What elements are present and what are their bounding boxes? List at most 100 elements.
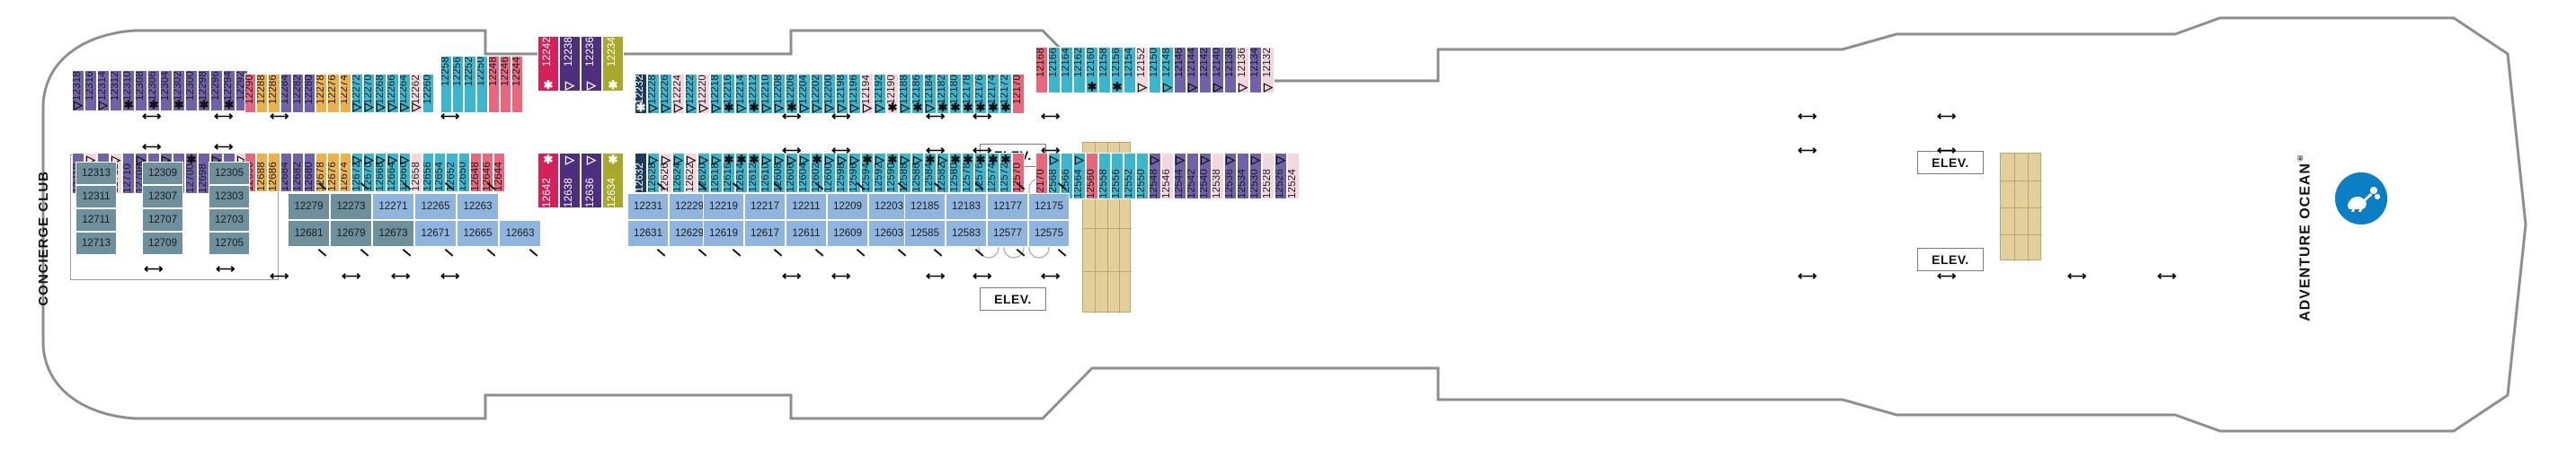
cabin-12660[interactable]: 12660▷ <box>398 153 411 192</box>
cabin-12142[interactable]: 12142 <box>1199 47 1212 93</box>
cabin-12572[interactable]: 12572✱ <box>999 153 1012 193</box>
cabin-12582[interactable]: 12582▷ <box>937 153 949 193</box>
cabin-12186[interactable]: 12186✱ <box>911 74 924 114</box>
cabin-12705[interactable]: 12705 <box>209 232 250 255</box>
cabin-12246[interactable]: 12246 <box>500 56 512 113</box>
cabin-12307[interactable]: 12307 <box>142 185 183 208</box>
cabin-12192[interactable]: 12192▷ <box>874 74 886 114</box>
cabin-12198[interactable]: 12198▷ <box>836 74 848 114</box>
cabin-12194[interactable]: 12194▷ <box>861 74 874 114</box>
cabin-12617[interactable]: 12617 <box>744 220 786 247</box>
cabin-12263[interactable]: 12263 <box>457 193 499 220</box>
cabin-12136[interactable]: 12136▷ <box>1237 47 1249 93</box>
cabin-12673[interactable]: 12673 <box>372 220 414 247</box>
cabin-12264[interactable]: 12264▷ <box>398 74 411 113</box>
cabin-12222[interactable]: 12222▷ <box>685 74 697 114</box>
cabin-12158[interactable]: 12158 <box>1098 47 1111 93</box>
cabin-12178[interactable]: 12178✱ <box>962 74 974 114</box>
cabin-12548[interactable]: 12548▷ <box>1149 153 1161 199</box>
cabin-12314[interactable]: 12314▷ <box>97 70 110 111</box>
cabin-12180[interactable]: 12180✱ <box>949 74 962 114</box>
cabin-12214[interactable]: 12214▷ <box>735 74 748 114</box>
cabin-12602[interactable]: 12602✱ <box>811 153 823 193</box>
cabin-12524[interactable]: 12524 <box>1287 153 1300 199</box>
cabin-12658[interactable]: 12658 <box>410 153 422 192</box>
cabin-12594[interactable]: 12594✱ <box>861 153 874 193</box>
cabin-12681[interactable]: 12681 <box>288 220 330 247</box>
cabin-12260[interactable]: 12260 <box>422 74 435 113</box>
cabin-12258[interactable]: 12258 <box>440 56 453 113</box>
cabin-12624[interactable]: 12624▷ <box>672 153 685 193</box>
cabin-12679[interactable]: 12679 <box>330 220 372 247</box>
cabin-12154[interactable]: 12154 <box>1124 47 1136 93</box>
cabin-12650[interactable]: 12650 <box>457 153 470 192</box>
cabin-12156[interactable]: 12156✱ <box>1111 47 1124 93</box>
cabin-12622[interactable]: 12622▷ <box>685 153 697 193</box>
cabin-12558[interactable]: 12558 <box>1098 153 1111 199</box>
cabin-12626[interactable]: 12626▷ <box>660 153 672 193</box>
cabin-12311[interactable]: 12311 <box>76 185 117 208</box>
cabin-12303[interactable]: 12303 <box>209 185 250 208</box>
cabin-12646[interactable]: 12646 <box>482 153 494 192</box>
cabin-12596[interactable]: 12596▷ <box>848 153 861 193</box>
cabin-12316[interactable]: 12316 <box>84 70 97 111</box>
cabin-12152[interactable]: 12152▷ <box>1136 47 1149 93</box>
cabin-12638[interactable]: 12638▷ <box>559 153 581 208</box>
cabin-12250[interactable]: 12250 <box>475 56 488 113</box>
cabin-12218[interactable]: 12218▷ <box>710 74 723 114</box>
cabin-12182[interactable]: 12182✱ <box>937 74 949 114</box>
cabin-12209[interactable]: 12209 <box>827 193 868 220</box>
cabin-12146[interactable]: 12146 <box>1174 47 1186 93</box>
cabin-12304[interactable]: 12304 <box>160 70 173 111</box>
cabin-12583[interactable]: 12583 <box>946 220 987 247</box>
cabin-12177[interactable]: 12177 <box>987 193 1028 220</box>
cabin-12279[interactable]: 12279 <box>288 193 330 220</box>
cabin-12144[interactable]: 12144▷ <box>1186 47 1199 93</box>
cabin-12202[interactable]: 12202▷ <box>811 74 823 114</box>
cabin-12220[interactable]: 12220▷ <box>697 74 710 114</box>
cabin-12234[interactable]: 12234✱ <box>602 36 624 92</box>
cabin-12700[interactable]: 12700✱ <box>185 153 198 194</box>
cabin-12536[interactable]: 12536▷ <box>1224 153 1237 199</box>
cabin-12663[interactable]: 12663 <box>499 220 541 247</box>
cabin-12618[interactable]: 12618▷ <box>710 153 723 193</box>
cabin-12150[interactable]: 12150 <box>1149 47 1161 93</box>
cabin-12248[interactable]: 12248 <box>487 56 500 113</box>
cabin-12276[interactable]: 12276 <box>327 74 340 113</box>
cabin-12672[interactable]: 12672▷ <box>351 153 363 192</box>
cabin-12164[interactable]: 12164 <box>1061 47 1073 93</box>
cabin-12188[interactable]: 12188▷ <box>899 74 911 114</box>
cabin-12534[interactable]: 12534 <box>1237 153 1249 199</box>
cabin-12654[interactable]: 12654 <box>434 153 447 192</box>
cabin-12528[interactable]: 12528 <box>1262 153 1275 199</box>
cabin-12244[interactable]: 12244 <box>511 56 524 113</box>
cabin-12540[interactable]: 12540▷ <box>1199 153 1212 199</box>
cabin-12290[interactable]: 12290 <box>244 74 257 113</box>
cabin-12670[interactable]: 12670▷ <box>363 153 376 192</box>
cabin-12184[interactable]: 12184▷ <box>924 74 937 114</box>
cabin-12212[interactable]: 12212✱ <box>748 74 760 114</box>
cabin-12196[interactable]: 12196▷ <box>848 74 861 114</box>
cabin-12604[interactable]: 12604▷ <box>798 153 811 193</box>
cabin-12294[interactable]: 12294✱ <box>223 70 235 111</box>
cabin-12592[interactable]: 12592▷ <box>874 153 886 193</box>
cabin-12274[interactable]: 12274 <box>339 74 351 113</box>
cabin-12228[interactable]: 12228▷ <box>647 74 660 114</box>
cabin-12278[interactable]: 12278 <box>315 74 328 113</box>
cabin-12546[interactable]: 12546 <box>1161 153 1174 199</box>
cabin-12560[interactable]: 12560 <box>1086 153 1098 199</box>
elevator-forward-lower[interactable]: ELEV. <box>980 287 1046 311</box>
cabin-12680[interactable]: 12680 <box>304 153 316 192</box>
cabin-12203[interactable]: 12203 <box>868 193 910 220</box>
cabin-12538[interactable]: 12538 <box>1212 153 1224 199</box>
cabin-12610[interactable]: 12610▷ <box>760 153 773 193</box>
cabin-12575[interactable]: 12575 <box>1028 220 1070 247</box>
cabin-12628[interactable]: 12628▷ <box>647 153 660 193</box>
cabin-12210[interactable]: 12210▷ <box>760 74 773 114</box>
cabin-12552[interactable]: 12552 <box>1124 153 1136 199</box>
cabin-12676[interactable]: 12676 <box>327 153 340 192</box>
cabin-12709[interactable]: 12709 <box>142 232 183 255</box>
cabin-12619[interactable]: 12619 <box>703 220 744 247</box>
cabin-12284[interactable]: 12284 <box>280 74 292 113</box>
cabin-12286[interactable]: 12286 <box>268 74 280 113</box>
